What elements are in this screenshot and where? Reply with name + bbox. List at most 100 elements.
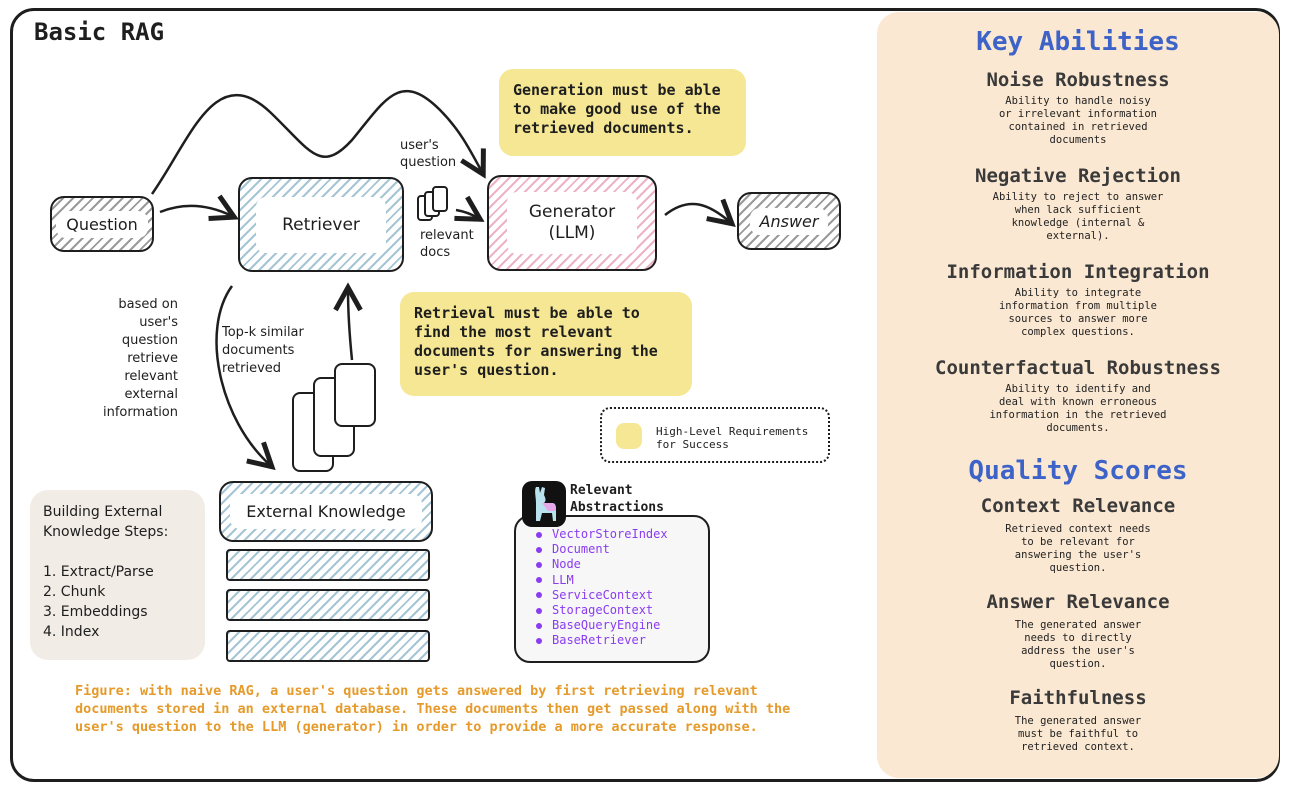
users-question-line: question [400,155,457,170]
based-on-line: external [124,387,179,402]
based-on-line: information [102,405,178,420]
based-on-line: based on [118,297,178,312]
abstraction-item: ServiceContext [536,588,708,603]
bullet-icon [536,622,542,629]
abstraction-label: StorageContext [552,603,654,618]
document-stack-icon [292,363,376,472]
abstraction-label: Node [552,557,581,572]
desc-line: documents [1049,134,1107,146]
score-name: Faithfulness [1009,687,1147,709]
ability-desc: Ability to identify and deal with known … [877,383,1279,435]
external-knowledge-label: External Knowledge [230,494,422,529]
arrow-question-to-retriever [159,206,232,216]
bullet-icon [536,592,542,599]
topk-line: Top-k similar [222,325,304,340]
arrow-retriever-to-knowledge [215,285,270,465]
arrow-knowledge-to-retriever [348,290,352,361]
building-steps-box: Building External Knowledge Steps: 1. Ex… [30,490,205,660]
ability-name: Noise Robustness [986,69,1170,91]
desc-line: when lack sufficient [1014,204,1142,216]
desc-line: must be faithful to [1017,728,1139,740]
desc-line: answering the user's [1014,549,1142,561]
bullet-icon [536,607,542,614]
abstraction-label: ServiceContext [552,587,654,602]
generator-label: Generator (LLM) [506,192,638,254]
abstraction-item: BaseRetriever [536,633,708,648]
topk-label: Top-k similar documents retrieved [222,324,304,378]
generation-callout: Generation must be able to make good use… [499,69,746,156]
desc-line: to be relevant for [1021,536,1135,548]
based-on-line: relevant [124,369,178,384]
legend-line: for Success [656,438,729,451]
abilities-panel: Key Abilities Noise Robustness Ability t… [877,12,1279,778]
desc-line: Ability to identify and [1005,383,1151,395]
steps-spacer [43,542,192,562]
generation-callout-line: to make good use of the [513,100,721,118]
legend-box: High-Level Requirements for Success [600,407,830,463]
retrieval-callout-line: Retrieval must be able to [414,304,640,322]
steps-item: 3. Embeddings [43,604,148,620]
users-question-line: user's [400,138,439,153]
abstraction-label: LLM [552,572,574,587]
bullet-icon [536,637,542,644]
bullet-icon [536,546,542,553]
retrieval-callout-line: find the most relevant [414,323,613,341]
desc-line: retrieved context. [1021,741,1135,753]
figure-caption: Figure: with naive RAG, a user's questio… [75,682,855,736]
legend-swatch [616,423,642,449]
generator-node: Generator (LLM) [487,175,657,271]
desc-line: question. [1049,562,1107,574]
topk-line: retrieved [222,361,282,376]
desc-line: address the user's [1021,645,1135,657]
score-name: Answer Relevance [986,591,1170,613]
desc-line: knowledge (internal & [1011,217,1145,229]
abstractions-box: VectorStoreIndex Document Node LLM Servi… [514,515,710,663]
question-label: Question [56,210,148,238]
ability-desc: Ability to handle noisy or irrelevant in… [877,95,1279,147]
score-name: Context Relevance [980,495,1176,517]
abstraction-item: Document [536,542,708,557]
abstraction-item: BaseQueryEngine [536,618,708,633]
score-desc: The generated answer must be faithful to… [877,715,1279,754]
quality-scores-heading: Quality Scores [968,456,1188,486]
desc-line: Retrieved context needs [1005,523,1151,535]
desc-line: Ability to reject to answer [992,191,1164,203]
answer-node: Answer [737,192,841,250]
steps-item: 1. Extract/Parse [43,564,154,580]
knowledge-layer [226,549,430,581]
ability-name: Negative Rejection [975,165,1181,187]
relevant-docs-line: relevant [420,228,474,243]
based-on-line: retrieve [127,351,178,366]
ability-name: Counterfactual Robustness [935,357,1221,379]
abstraction-label: BaseRetriever [552,633,646,648]
generator-label-line1: Generator [528,202,616,222]
desc-line: complex questions. [1021,326,1135,338]
abstraction-item: LLM [536,573,708,588]
abstraction-label: BaseQueryEngine [552,618,661,633]
llama-logo-icon [522,481,566,527]
abstraction-item: VectorStoreIndex [536,527,708,542]
bullet-icon [536,561,542,568]
abstractions-list: VectorStoreIndex Document Node LLM Servi… [536,527,708,649]
knowledge-layer [226,630,430,662]
relevant-docs-label: relevant docs [420,227,474,261]
abstraction-label: Document [552,542,610,557]
caption-line: documents stored in an external database… [75,701,791,717]
desc-line: needs to directly [1024,632,1132,644]
abstractions-title-line: Abstractions [570,500,664,515]
retrieval-callout-line: documents for answering the [414,342,658,360]
relevant-docs-line: docs [420,245,451,260]
desc-line: or irrelevant information [998,108,1158,120]
score-desc: The generated answer needs to directly a… [877,619,1279,671]
ability-desc: Ability to integrate information from mu… [877,287,1279,339]
key-abilities-heading: Key Abilities [976,27,1180,57]
legend-line: High-Level Requirements [656,425,809,438]
abstractions-title-line: Relevant [570,483,633,498]
desc-line: Ability to handle noisy [1005,95,1151,107]
diagram-title: Basic RAG [34,18,165,46]
generator-label-line2: (LLM) [548,223,596,243]
desc-line: Ability to integrate [1014,287,1142,299]
topk-line: documents [222,343,295,358]
desc-line: documents. [1046,422,1110,434]
arrow-docs-to-generator [456,210,478,218]
